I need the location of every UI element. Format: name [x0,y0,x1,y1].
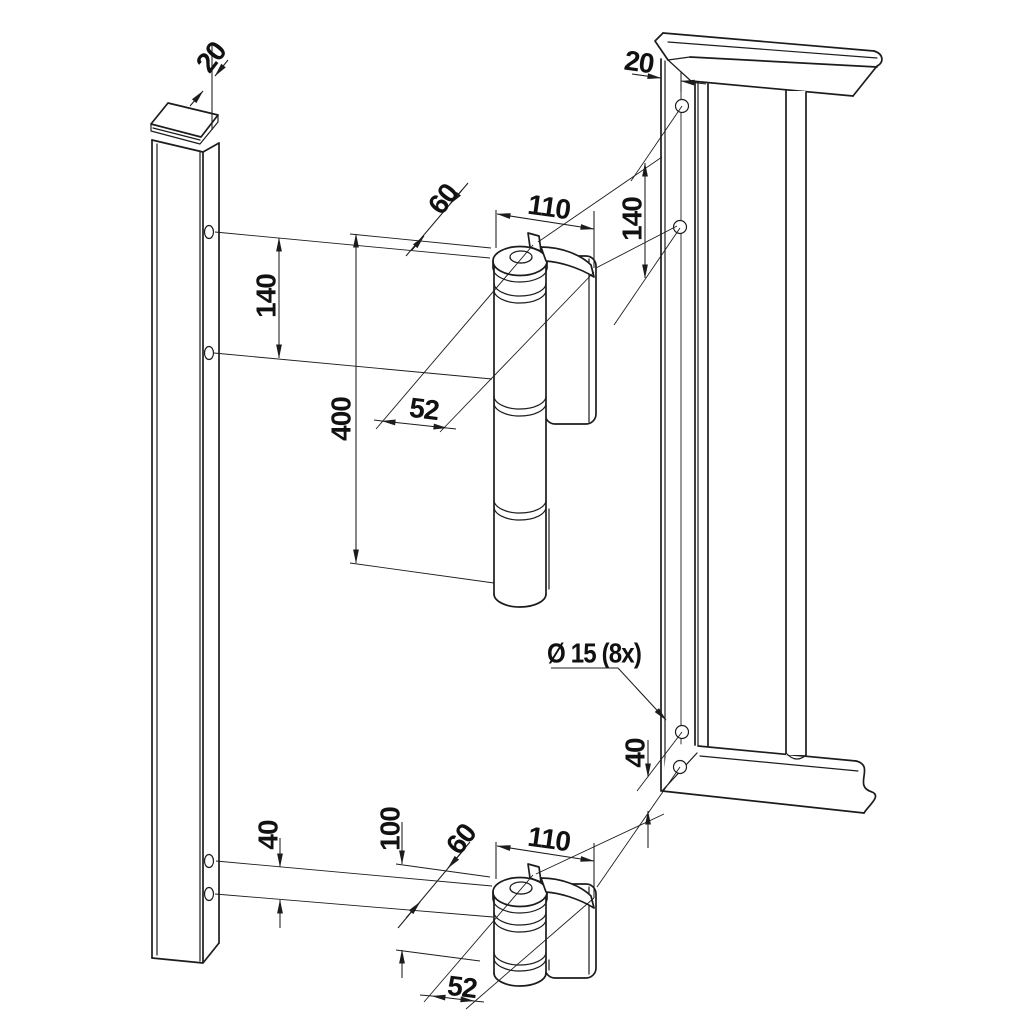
dim-hinge-depth-top: 60 [405,178,469,257]
dim-label-post-cap-width: 20 [190,36,233,78]
dim-label-post-top-hole-spacing: 140 [251,274,282,318]
frame-hole [672,219,688,235]
left-post [150,102,220,964]
dim-hinge-width-bottom: 110 [495,821,595,898]
hole-diameter-label: Ø 15 (8x) [547,638,641,669]
dim-label-post-bottom-hole-spacing: 40 [253,820,284,850]
gate-frame [654,32,883,814]
construction-lines [213,105,683,1010]
bottom-hinge [492,863,597,987]
dim-label-hinge-width-top: 110 [526,189,572,226]
dim-hinge-cylinder-offset-bottom: 52 [419,970,485,1004]
callout-hole-diameter: Ø 15 (8x) [547,638,667,721]
post-hole [203,853,215,869]
post-hole [203,224,215,240]
dim-frame-bottom-hole-spacing: 40 [620,738,651,848]
dim-label-frame-bottom-hole-spacing: 40 [620,738,651,768]
dim-bottom-hinge-length: 100 [375,807,406,978]
dim-hinge-cylinder-offset-top: 52 [373,392,457,430]
dim-label-frame-hole-edge-offset: 20 [622,45,656,80]
dim-post-top-hole-spacing: 140 [251,237,282,359]
hinge-leaf-arm [540,246,595,278]
post-hole [203,345,215,361]
dim-hinge-width-top: 110 [495,189,595,268]
dim-hinge-depth-bottom: 60 [397,818,483,929]
dim-label-hinge-cylinder-offset-top: 52 [408,392,441,426]
dim-frame-top-hole-spacing: 140 [617,162,648,279]
dim-label-hinge-depth-bottom: 60 [440,818,483,860]
post-hole [203,886,215,902]
dim-label-hinge-overall-length: 400 [326,397,357,441]
dim-hinge-overall-length: 400 [326,233,359,564]
dim-label-hinge-cylinder-offset-bottom: 52 [446,970,479,1004]
dim-label-frame-top-hole-spacing: 140 [617,197,648,241]
top-hinge [492,232,597,608]
dim-post-bottom-hole-spacing: 40 [253,820,284,928]
hinge-leaf-arm [540,877,595,909]
dim-label-bottom-hinge-length: 100 [375,807,406,851]
dim-frame-hole-edge-offset: 20 [622,45,707,92]
dim-label-hinge-width-bottom: 110 [526,821,572,858]
dim-label-hinge-depth-top: 60 [422,178,465,220]
